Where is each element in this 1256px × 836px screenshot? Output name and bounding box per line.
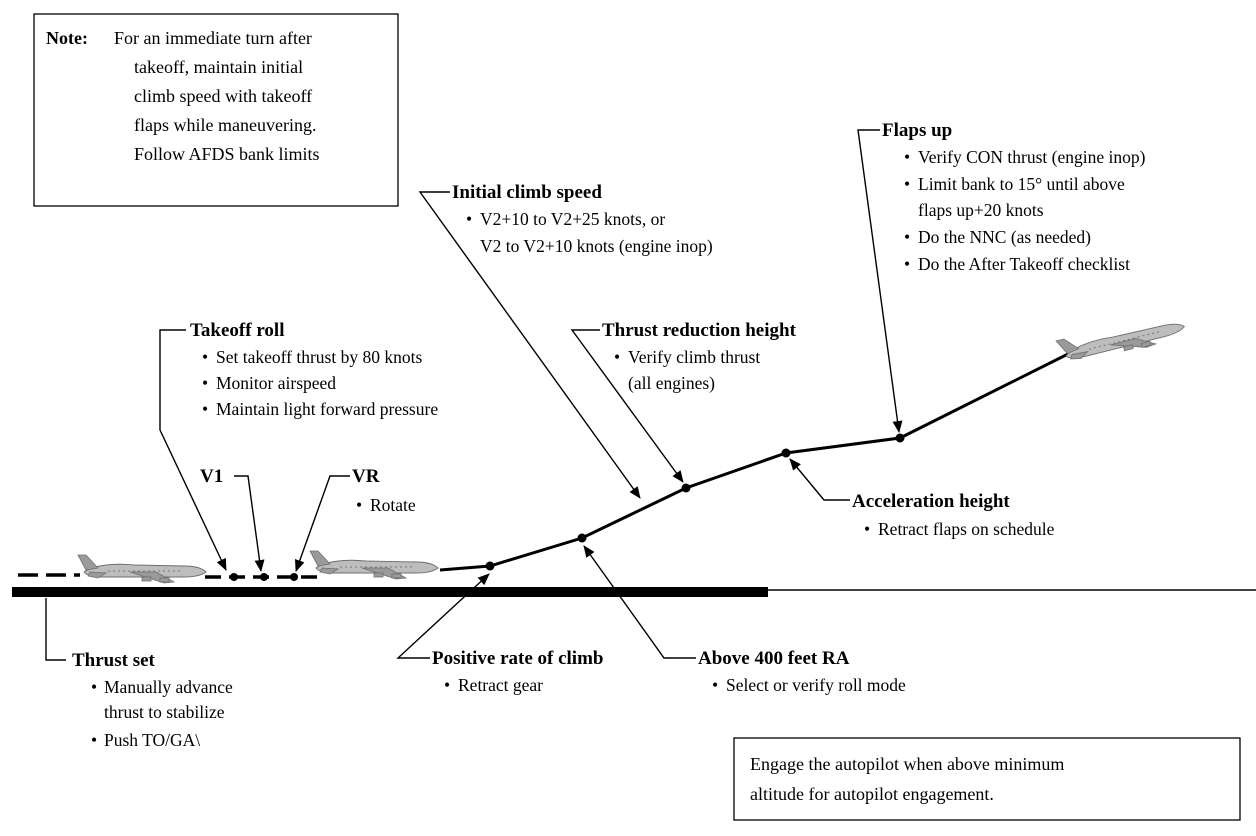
takeoff-roll-item: Set takeoff thrust by 80 knots [216,347,422,367]
flaps-up-bullet: • [904,227,910,247]
vr-callout [294,475,350,572]
positive-rate-item: Retract gear [458,675,543,695]
airplane-icon-climbing [1055,309,1188,369]
initial-climb-callout [418,191,641,499]
takeoff-roll-bullet: • [202,373,208,393]
takeoff-roll-bullet: • [202,399,208,419]
positive-rate-point [485,561,495,571]
thrust-reduction-item: Verify climb thrust [628,347,760,367]
thrust-reduction-bullet: • [614,347,620,367]
flaps-up-bullet: • [904,174,910,194]
acceleration-point [781,448,791,458]
takeoff-roll-title: Takeoff roll [190,320,284,341]
thrust-set-title: Thrust set [72,650,156,671]
takeoff-roll-callout [159,329,227,571]
above-400-callout [583,545,696,659]
autopilot-note-box [733,737,1241,821]
note-line: For an immediate turn after [114,28,312,48]
above-400-item: Select or verify roll mode [726,675,906,695]
note-line: climb speed with takeoff [134,86,312,106]
initial-climb-title: Initial climb speed [452,182,602,203]
initial-climb-item: V2+10 to V2+25 knots, or [480,209,665,229]
thrust-reduction-callout [570,329,684,483]
thrust-reduction-item: (all engines) [628,373,715,393]
thrust-set-bullet: • [91,677,97,697]
thrust-set-bullet: • [91,730,97,750]
vr-bullet: • [356,495,362,515]
positive-rate-title: Positive rate of climb [432,648,603,669]
flaps-up-item: Do the NNC (as needed) [918,227,1091,247]
v1-title: V1 [200,466,223,487]
above-400-title: Above 400 feet RA [698,648,850,669]
above-400-point [577,533,587,543]
vr-point [290,573,298,581]
autopilot-note-line: Engage the autopilot when above minimum [750,754,1064,774]
thrust-reduction-title: Thrust reduction height [602,320,797,341]
flaps-up-title: Flaps up [882,120,952,141]
v1-point-a [230,573,238,581]
positive-rate-bullet: • [444,675,450,695]
thrust-set-callout [45,598,66,661]
flaps-up-item: Verify CON thrust (engine inop) [918,147,1146,167]
thrust-reduction-point [681,483,691,493]
note-line: takeoff, maintain initial [134,57,303,77]
thrust-set-point [41,587,51,597]
acceleration-callout [789,458,850,501]
note-line: Follow AFDS bank limits [134,144,320,164]
flaps-up-item: flaps up+20 knots [918,200,1044,220]
thrust-set-item: thrust to stabilize [104,702,225,722]
takeoff-roll-item: Monitor airspeed [216,373,336,393]
above-400-bullet: • [712,675,718,695]
v1-callout [234,475,265,572]
vr-title: VR [352,466,380,487]
thrust-set-item: Manually advance [104,677,233,697]
note-label: Note: [46,28,88,48]
autopilot-note-line: altitude for autopilot engagement. [750,784,994,804]
takeoff-roll-bullet: • [202,347,208,367]
flaps-up-bullet: • [904,147,910,167]
initial-climb-bullet: • [466,209,472,229]
flaps-up-callout [857,129,903,433]
flaps-up-item: Do the After Takeoff checklist [918,254,1130,274]
thrust-set-item: Push TO/GA\ [104,730,200,750]
flaps-up-bullet: • [904,254,910,274]
airplane-icon-rotating [309,550,439,580]
airplane-icon-on-runway [77,554,207,584]
note-line: flaps while maneuvering. [134,115,316,135]
acceleration-item: Retract flaps on schedule [878,519,1055,539]
acceleration-bullet: • [864,519,870,539]
vr-item: Rotate [370,495,416,515]
positive-rate-callout [396,573,490,659]
note-box [33,13,399,207]
v1-point [260,573,268,581]
initial-climb-item: V2 to V2+10 knots (engine inop) [480,236,713,256]
flaps-up-item: Limit bank to 15° until above [918,174,1125,194]
flaps-up-point [895,433,905,443]
acceleration-title: Acceleration height [852,491,1010,512]
takeoff-roll-item: Maintain light forward pressure [216,399,438,419]
